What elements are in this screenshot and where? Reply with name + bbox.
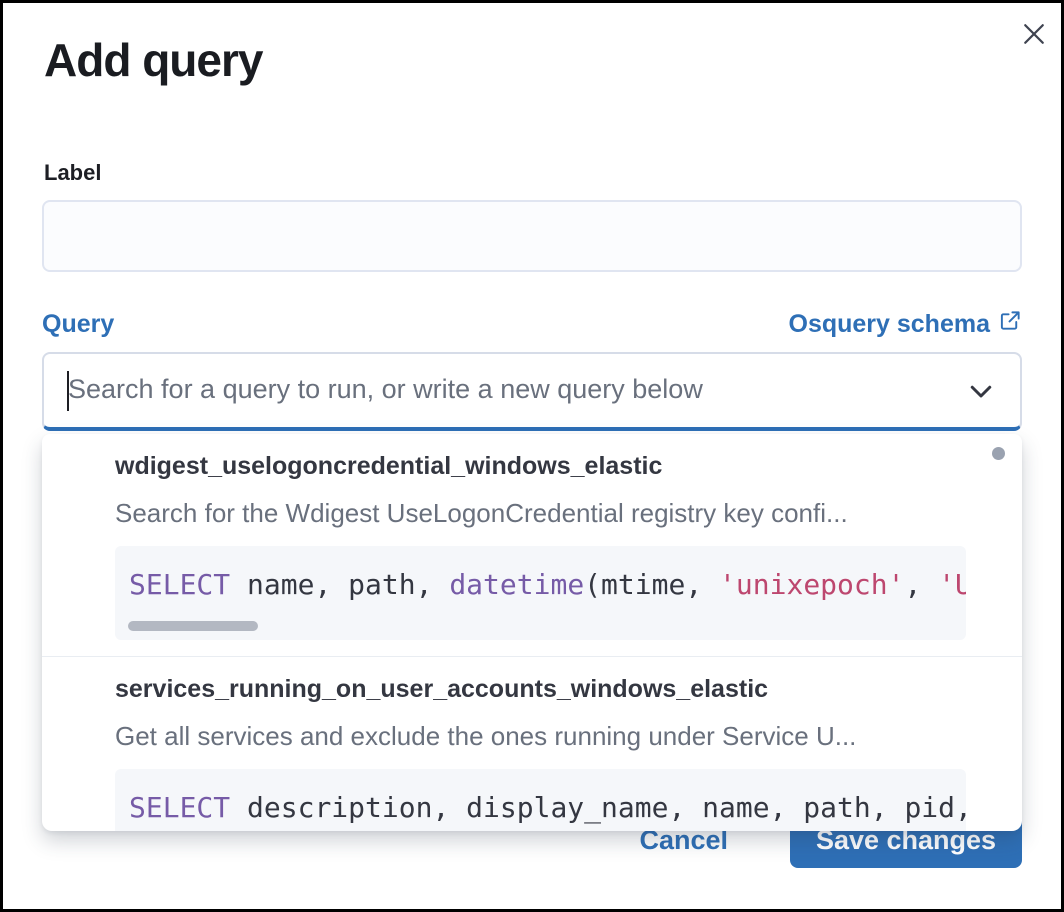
horizontal-scrollbar-thumb[interactable] xyxy=(128,621,258,631)
query-option-title: wdigest_uselogoncredential_windows_elast… xyxy=(115,452,663,480)
query-field-header: Query Osquery schema xyxy=(42,309,1022,339)
query-option-title: services_running_on_user_accounts_window… xyxy=(115,675,769,703)
external-link-icon xyxy=(999,309,1022,339)
label-input[interactable] xyxy=(42,200,1022,272)
vertical-scrollbar-thumb[interactable] xyxy=(992,447,1005,460)
query-field-label: Query xyxy=(42,309,115,338)
query-option-description: Get all services and exclude the ones ru… xyxy=(115,721,857,751)
close-icon[interactable] xyxy=(1017,17,1051,51)
osquery-schema-link-label: Osquery schema xyxy=(788,309,991,338)
query-option-wdigest[interactable]: wdigest_uselogoncredential_windows_elast… xyxy=(42,434,1022,640)
query-option-sql: SELECT name, path, datetime(mtime, 'unix… xyxy=(115,546,966,640)
osquery-schema-link[interactable]: Osquery schema xyxy=(789,309,1023,339)
query-option-description: Search for the Wdigest UseLogonCredentia… xyxy=(115,498,848,528)
query-option-services[interactable]: services_running_on_user_accounts_window… xyxy=(42,657,1022,831)
chevron-down-icon[interactable] xyxy=(966,376,996,406)
label-field-label: Label xyxy=(44,160,102,185)
query-search-input[interactable] xyxy=(68,354,948,424)
option-divider xyxy=(42,656,1022,657)
query-search-combobox xyxy=(42,352,1022,431)
modal-title: Add query xyxy=(44,34,263,86)
query-option-sql: SELECT description, display_name, name, … xyxy=(115,769,966,831)
query-suggestions-dropdown: wdigest_uselogoncredential_windows_elast… xyxy=(42,434,1022,831)
